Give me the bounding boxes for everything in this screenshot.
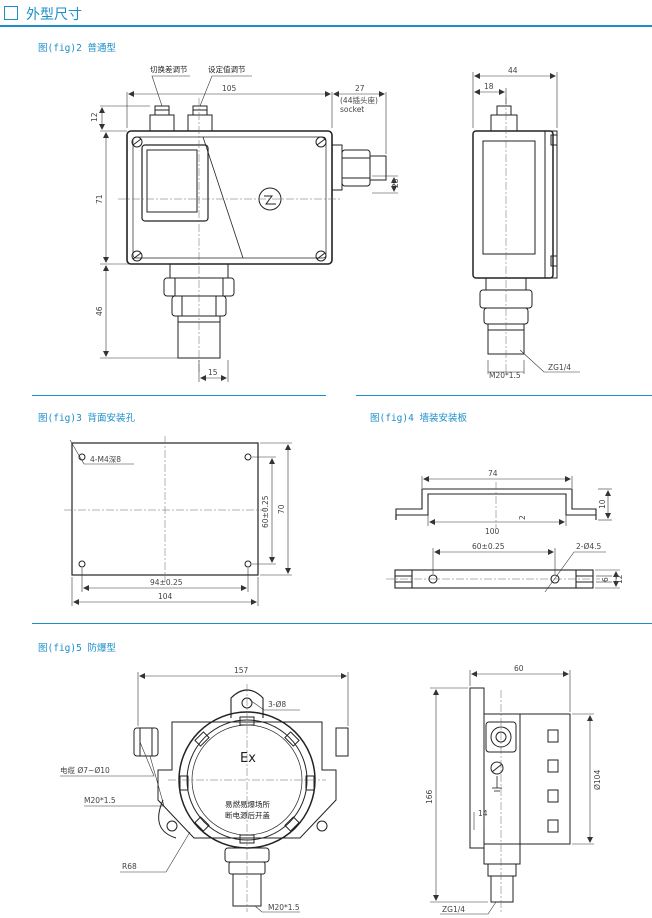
radius-r68: R68 [122, 862, 137, 871]
cable-label: 电缆 Ø7~Ø10 [60, 765, 110, 775]
plug-note: (44插头座) [340, 95, 378, 105]
fig2-side-view [472, 98, 558, 372]
fig4-dim-74: 74 [488, 469, 498, 478]
fig4-caption: 图(fig)4 墙装安装板 [370, 413, 468, 424]
side-dim-44: 44 [508, 66, 518, 75]
fig4-dim-60: 60±0.25 [472, 542, 505, 551]
fig4-bracket-top-dims [421, 476, 612, 526]
fig4-dim-10: 10 [598, 499, 607, 509]
fig2-front-dims [99, 75, 398, 382]
thread-m20: M20*1.5 [489, 371, 521, 380]
ex-mark: Ex [240, 751, 256, 766]
fig5-side-104: Ø104 [593, 770, 602, 790]
fig3-dims [69, 439, 292, 606]
side-dim-18: 18 [484, 82, 494, 91]
fig2-front-text: 切换差调节 设定值调节 105 27 (44插头座) socket 12 71 … [90, 64, 400, 377]
fig5-caption: 图(fig)5 防爆型 [38, 643, 117, 654]
fig2-separator [32, 395, 326, 396]
warning-line-2: 断电源后开盖 [225, 810, 270, 820]
fig5-side-view [469, 687, 571, 912]
fig5-front-view [133, 684, 349, 912]
dim-23: 23 [391, 178, 400, 188]
fig5-front-dims [60, 672, 349, 913]
warning-line-1: 易燃易爆场所 [225, 799, 270, 809]
fig4-dim-12: 12 [615, 574, 624, 584]
dim-12: 12 [90, 112, 99, 122]
fig4-dim-6: 6 [601, 577, 610, 582]
thread-m20-left: M20*1.5 [84, 796, 116, 805]
label-switch-diff: 切换差调节 [150, 64, 188, 74]
fig4-dim-100: 100 [485, 527, 500, 536]
fig5-side-166: 166 [425, 789, 434, 804]
fig5-side-14: 14 [478, 809, 488, 818]
thread-m20-bottom: M20*1.5 [268, 903, 300, 912]
fig3-dim-94: 94±0.25 [150, 578, 183, 587]
label-setpoint: 设定值调节 [208, 64, 246, 74]
section-title: 外型尺寸 [26, 7, 82, 23]
fig5-thread-zg: ZG1/4 [442, 905, 465, 914]
fig3-caption: 图(fig)3 背面安装孔 [38, 413, 136, 424]
fig5-side-dims [430, 670, 594, 915]
dim-46: 46 [95, 306, 104, 316]
fig4-bracket-bottom-dims [432, 548, 620, 593]
fig34-separator [32, 623, 652, 624]
fig5-side-60: 60 [514, 664, 524, 673]
fig3-dim-104: 104 [158, 592, 173, 601]
dim-27: 27 [355, 84, 365, 93]
fig2-side-dims [472, 72, 580, 374]
fig2-caption: 图(fig)2 普通型 [38, 43, 117, 54]
fig3-dim-70: 70 [277, 504, 286, 514]
fig4-dim-2: 2 [518, 515, 527, 520]
section-checkbox-icon [4, 6, 18, 20]
dim-105: 105 [222, 84, 237, 93]
section-header: 外型尺寸 [0, 0, 652, 32]
fig3-dim-60: 60±0.25 [261, 495, 270, 528]
fig4-bracket-bottom [386, 569, 600, 589]
fig5-holes: 3-Ø8 [268, 700, 286, 709]
fig4-holes: 2-Ø4.5 [576, 542, 602, 551]
fig2-front-view [118, 98, 387, 372]
thread-zg: ZG1/4 [548, 363, 571, 372]
dim-71: 71 [95, 194, 104, 204]
socket-label: socket [340, 105, 364, 114]
fig3-holes: 4-M4深8 [90, 455, 121, 464]
fig2-separator-right [356, 395, 652, 396]
header-rule [0, 25, 652, 27]
fig5-dim-157: 157 [234, 666, 249, 675]
dim-15: 15 [208, 368, 218, 377]
fig3-back-plate [64, 436, 266, 582]
